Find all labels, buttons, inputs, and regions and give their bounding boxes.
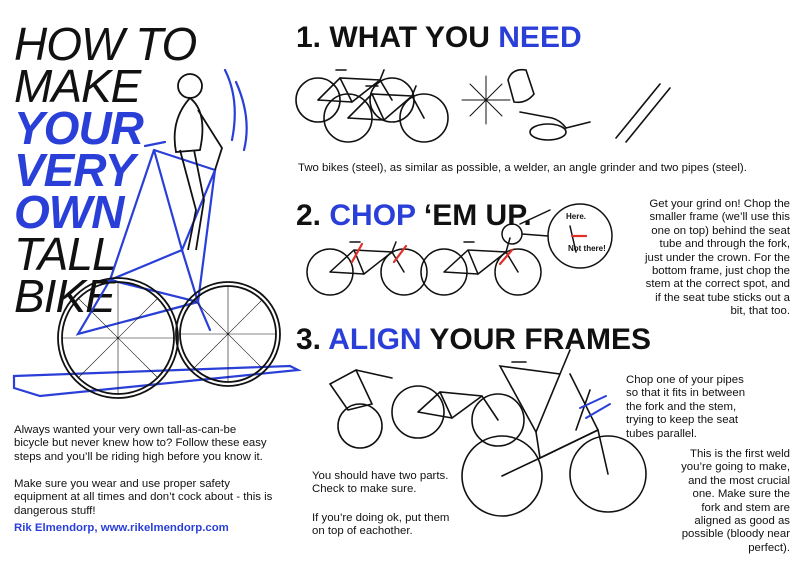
step2-heading: 2. CHOP ‘EM UP. — [296, 200, 532, 232]
note-line: one. Make sure the — [692, 488, 790, 501]
title-line-4: VERY — [14, 144, 135, 196]
step2-desc-line: bit, that too. — [730, 305, 790, 318]
step2-desc-line: stem at the correct spot, and — [645, 278, 790, 291]
label-here: Here. — [566, 212, 587, 221]
label-not-there: Not there! — [568, 244, 606, 253]
step2-number: 2. — [296, 199, 322, 232]
title-line-3: YOUR — [14, 102, 144, 154]
note-line: tubes parallel. — [626, 427, 697, 440]
intro-paragraph-2: Make sure you wear and use proper safety… — [14, 478, 304, 518]
step2-desc-line: just under the crown. For the — [645, 251, 790, 264]
note-line: You should have two parts. — [312, 470, 449, 482]
step3-note-ontop: If you’re doing ok, put them on top of e… — [312, 512, 482, 539]
intro-line: dangerous stuff! — [14, 504, 96, 517]
note-line: trying to keep the seat — [626, 414, 739, 427]
note-line: If you’re doing ok, put them — [312, 512, 450, 524]
step2-description: Get your grind on! Chop the smaller fram… — [612, 198, 790, 319]
note-line: possible (bloody near — [681, 528, 790, 541]
intro-line: Make sure you wear and use proper safety — [14, 478, 230, 490]
step1-heading: 1. WHAT YOU NEED — [296, 22, 582, 54]
step3-heading-text: YOUR FRAMES — [429, 323, 652, 356]
step2-desc-line: tube and through the fork, — [659, 238, 790, 251]
intro-paragraph-1: Always wanted your very own tall-as-can-… — [14, 424, 304, 464]
intro-line: bicycle but never knew how to? Follow th… — [14, 437, 267, 450]
note-line: you’re going to make, — [681, 461, 790, 474]
title-line-1: HOW TO — [14, 18, 197, 70]
step3-note-parts: You should have two parts. Check to make… — [312, 470, 482, 497]
step1-number: 1. — [296, 21, 322, 54]
title-line-6: TALL — [14, 228, 118, 280]
note-line: Chop one of your pipes — [626, 374, 744, 386]
step2-desc-line: if the seat tube sticks out a — [655, 291, 790, 304]
step2-heading-text: ‘EM UP. — [423, 199, 532, 232]
step3-number: 3. — [296, 323, 322, 356]
step2-desc-line: bottom frame, just chop the — [651, 265, 790, 278]
step2-desc-line: Get your grind on! Chop the — [649, 198, 790, 210]
step3-note-pipe: Chop one of your pipes so that it fits i… — [626, 374, 792, 441]
intro-line: steps and you’ll be riding high before y… — [14, 450, 263, 463]
step3-note-weld: This is the first weld you’re going to m… — [640, 448, 790, 555]
note-line: Check to make sure. — [312, 483, 417, 496]
step2-desc-line: one on top) behind the seat — [651, 224, 790, 237]
step1-caption: Two bikes (steel), as similar as possibl… — [298, 162, 747, 174]
title-line-2: MAKE — [14, 60, 141, 112]
note-line: perfect). — [748, 541, 790, 554]
note-line: so that it fits in between — [626, 387, 746, 400]
note-line: This is the first weld — [689, 448, 790, 460]
step2-heading-highlight: CHOP — [329, 199, 416, 232]
step1-heading-highlight: NEED — [498, 21, 582, 54]
intro-line: equipment at all times and don’t cock ab… — [14, 491, 273, 504]
note-line: on top of eachother. — [312, 525, 413, 538]
step3-heading-highlight: ALIGN — [328, 323, 422, 356]
note-line: the fork and the stem, — [626, 400, 737, 413]
note-line: and the most crucial — [688, 474, 790, 487]
author-credit: Rik Elmendorp, www.rikelmendorp.com — [14, 522, 229, 534]
intro-line: Always wanted your very own tall-as-can-… — [14, 424, 237, 436]
note-line: aligned as good as — [694, 515, 790, 528]
title-line-5: OWN — [14, 186, 124, 238]
step2-desc-line: smaller frame (we’ll use this — [649, 211, 790, 224]
step1-heading-text: WHAT YOU — [329, 21, 490, 54]
note-line: fork and stem are — [701, 501, 790, 514]
step3-heading: 3. ALIGN YOUR FRAMES — [296, 324, 651, 356]
